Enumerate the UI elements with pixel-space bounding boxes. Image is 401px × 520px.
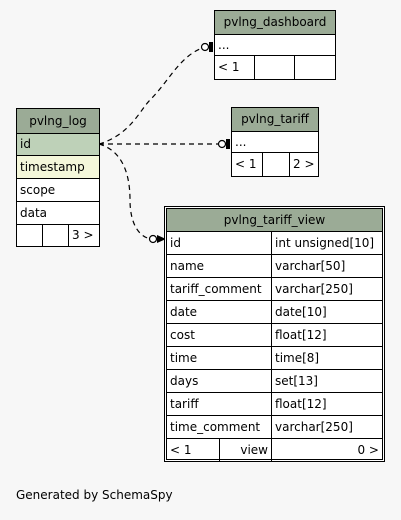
connector-log-dashboard: [98, 46, 206, 145]
table-row: ...: [215, 35, 335, 56]
crowfoot-bar-dashboard: [209, 42, 213, 52]
footer-cell-parents: < 1: [167, 439, 220, 462]
column-type: int unsigned[10]: [275, 236, 375, 250]
table-row-data: data: [17, 202, 99, 225]
column-name: days: [167, 370, 272, 392]
table-row-id: id: [17, 134, 99, 156]
column-name: date: [167, 301, 272, 323]
column-type: varchar[250]: [275, 420, 353, 434]
footer-cell-type: [43, 225, 69, 246]
footer-cell-type: [263, 153, 290, 176]
table-footer: 3 >: [17, 225, 99, 246]
column-type: set[13]: [275, 374, 318, 388]
column-type: varchar[250]: [275, 282, 353, 296]
table-row: ...: [232, 132, 318, 153]
table-row-timestamp: timestamp: [17, 156, 99, 179]
table-header[interactable]: pvlng_log: [17, 109, 99, 134]
column-name: cost: [167, 324, 272, 346]
table-header[interactable]: pvlng_tariff: [232, 108, 318, 132]
column-name: name: [167, 255, 272, 277]
footer-cell-type: [255, 56, 295, 79]
footer-cell-parents: < 1: [215, 56, 255, 79]
crowfoot-circle-tariff-view: [148, 234, 158, 244]
crowfoot-circle-tariff: [217, 139, 227, 149]
footer-cell-children: 3 >: [72, 228, 94, 242]
table-pvlng-dashboard[interactable]: pvlng_dashboard ... < 1: [214, 10, 336, 80]
column-type: float[12]: [275, 397, 327, 411]
table-footer: < 1: [215, 56, 335, 79]
footer-cell-children: 2 >: [293, 157, 315, 171]
column-name: tariff: [167, 393, 272, 415]
table-row-scope: scope: [17, 179, 99, 202]
generated-by-caption: Generated by SchemaSpy: [16, 488, 173, 502]
column-type: date[10]: [275, 305, 327, 319]
column-type: time[8]: [275, 351, 320, 365]
column-name: time_comment: [167, 416, 272, 438]
table-header[interactable]: pvlng_tariff_view: [167, 209, 382, 232]
column-name: id: [167, 232, 272, 254]
table-header[interactable]: pvlng_dashboard: [215, 11, 335, 35]
footer-cell-parents: [17, 225, 43, 246]
footer-cell-children: 0 >: [357, 443, 379, 457]
crowfoot-arrow-tariff-view: [157, 235, 166, 243]
footer-cell-parents: < 1: [232, 153, 263, 176]
column-name: time: [167, 347, 272, 369]
column-type: varchar[50]: [275, 259, 346, 273]
crowfoot-circle-dashboard: [200, 42, 210, 52]
footer-cell-type: view: [220, 439, 272, 462]
table-footer: < 1 view 0 >: [167, 439, 382, 462]
table-pvlng-log[interactable]: pvlng_log id timestamp scope data 3 >: [16, 108, 100, 247]
column-name: tariff_comment: [167, 278, 272, 300]
table-footer: < 1 2 >: [232, 153, 318, 176]
crowfoot-bar-tariff: [226, 139, 230, 149]
connector-log-tariff-view: [98, 143, 153, 240]
table-pvlng-tariff[interactable]: pvlng_tariff ... < 1 2 >: [231, 107, 319, 177]
footer-cell-children: [295, 56, 335, 79]
column-type: float[12]: [275, 328, 327, 342]
